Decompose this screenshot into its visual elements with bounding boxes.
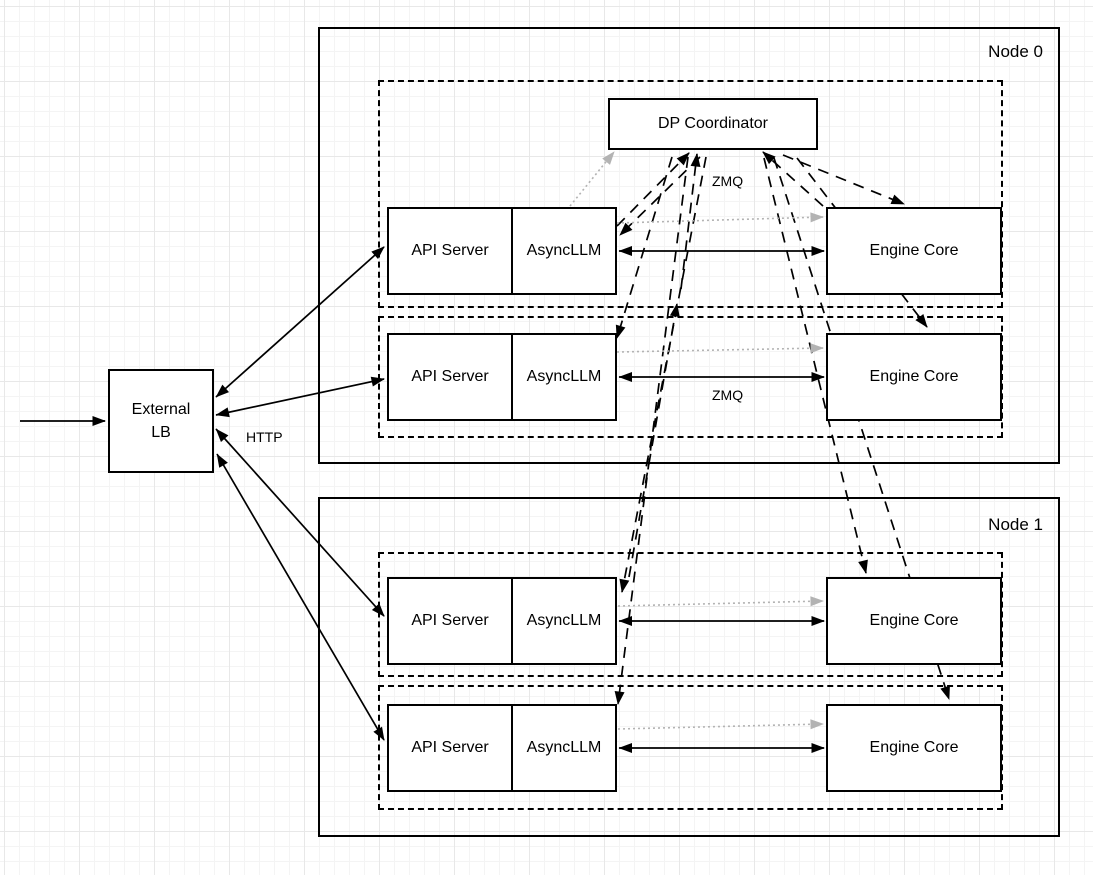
engine-core-label: Engine Core	[869, 368, 959, 386]
dotted-asyncllm0r2-to-engine	[616, 343, 824, 354]
dashed-engine0r1-to-coordinator	[762, 151, 824, 207]
node0-label: Node 0	[988, 42, 1043, 61]
dashed-coordinator-to-asyncllm0r2	[615, 156, 673, 339]
api-server-box: API Server	[389, 209, 513, 293]
dashed-coordinator-to-asyncllm1r2	[614, 156, 689, 705]
asyncllm-box: AsyncLLM	[526, 242, 602, 259]
dotted-asyncllm1r1-to-engine	[617, 596, 824, 607]
api-server-box: API Server	[389, 706, 513, 790]
dp-coordinator-label: DP Coordinator	[658, 115, 768, 133]
asyncllm-box: AsyncLLM	[526, 368, 602, 385]
engine-core-box-n0r2: Engine Core	[826, 333, 1002, 421]
api-asyncllm-box-n1r2: API Server AsyncLLM	[387, 704, 617, 792]
node0-container: Node 0	[318, 27, 1060, 464]
node1-label: Node 1	[988, 515, 1043, 534]
engine-core-label: Engine Core	[869, 739, 959, 757]
zmq-engine-label: ZMQ	[712, 387, 744, 403]
dotted-asyncllm0r1-to-coordinator	[569, 151, 615, 207]
solid-lb-api1r2	[216, 453, 385, 741]
dashed-coordinator-to-engine0r1	[782, 154, 905, 205]
api-asyncllm-box-n0r1: API Server AsyncLLM	[387, 207, 617, 295]
zmq-coordinator-label: ZMQ	[712, 173, 744, 189]
api-server-box: API Server	[389, 335, 513, 419]
dotted-asyncllm1r2-to-engine	[617, 719, 824, 730]
engine-core-label: Engine Core	[869, 242, 959, 260]
node0-row1-group	[378, 80, 1003, 308]
dashed-coordinator-to-engine1r1	[763, 157, 868, 574]
engine-core-box-n1r1: Engine Core	[826, 577, 1002, 665]
solid-lb-api0r2	[215, 376, 385, 418]
engine-core-label: Engine Core	[869, 612, 959, 630]
solid-lb-api0r1	[215, 246, 385, 398]
solid-lb-api1r1	[215, 428, 385, 617]
node1-row2-group	[378, 685, 1003, 810]
engine-core-box-n0r1: Engine Core	[826, 207, 1002, 295]
engine-core-box-n1r2: Engine Core	[826, 704, 1002, 792]
dotted-asyncllm0r1-to-engine	[616, 212, 824, 224]
external-lb-label: External LB	[131, 400, 191, 441]
http-edge-label: HTTP	[246, 429, 283, 445]
dashed-coordinator-to-engine0r2	[796, 157, 928, 328]
asyncllm-box: AsyncLLM	[526, 612, 602, 629]
dashed-coordinator-to-asyncllm1r1	[619, 156, 707, 593]
dashed-up-to-coordinator-segment	[680, 153, 701, 290]
api-asyncllm-box-n0r2: API Server AsyncLLM	[387, 333, 617, 421]
dp-coordinator-box: DP Coordinator	[608, 98, 818, 150]
external-lb-box: External LB	[108, 369, 214, 473]
asyncllm-box: AsyncLLM	[526, 739, 602, 756]
api-asyncllm-box-n1r1: API Server AsyncLLM	[387, 577, 617, 665]
api-server-box: API Server	[389, 579, 513, 663]
dashed-asyncllm0r1-to-coordinator	[616, 152, 690, 227]
